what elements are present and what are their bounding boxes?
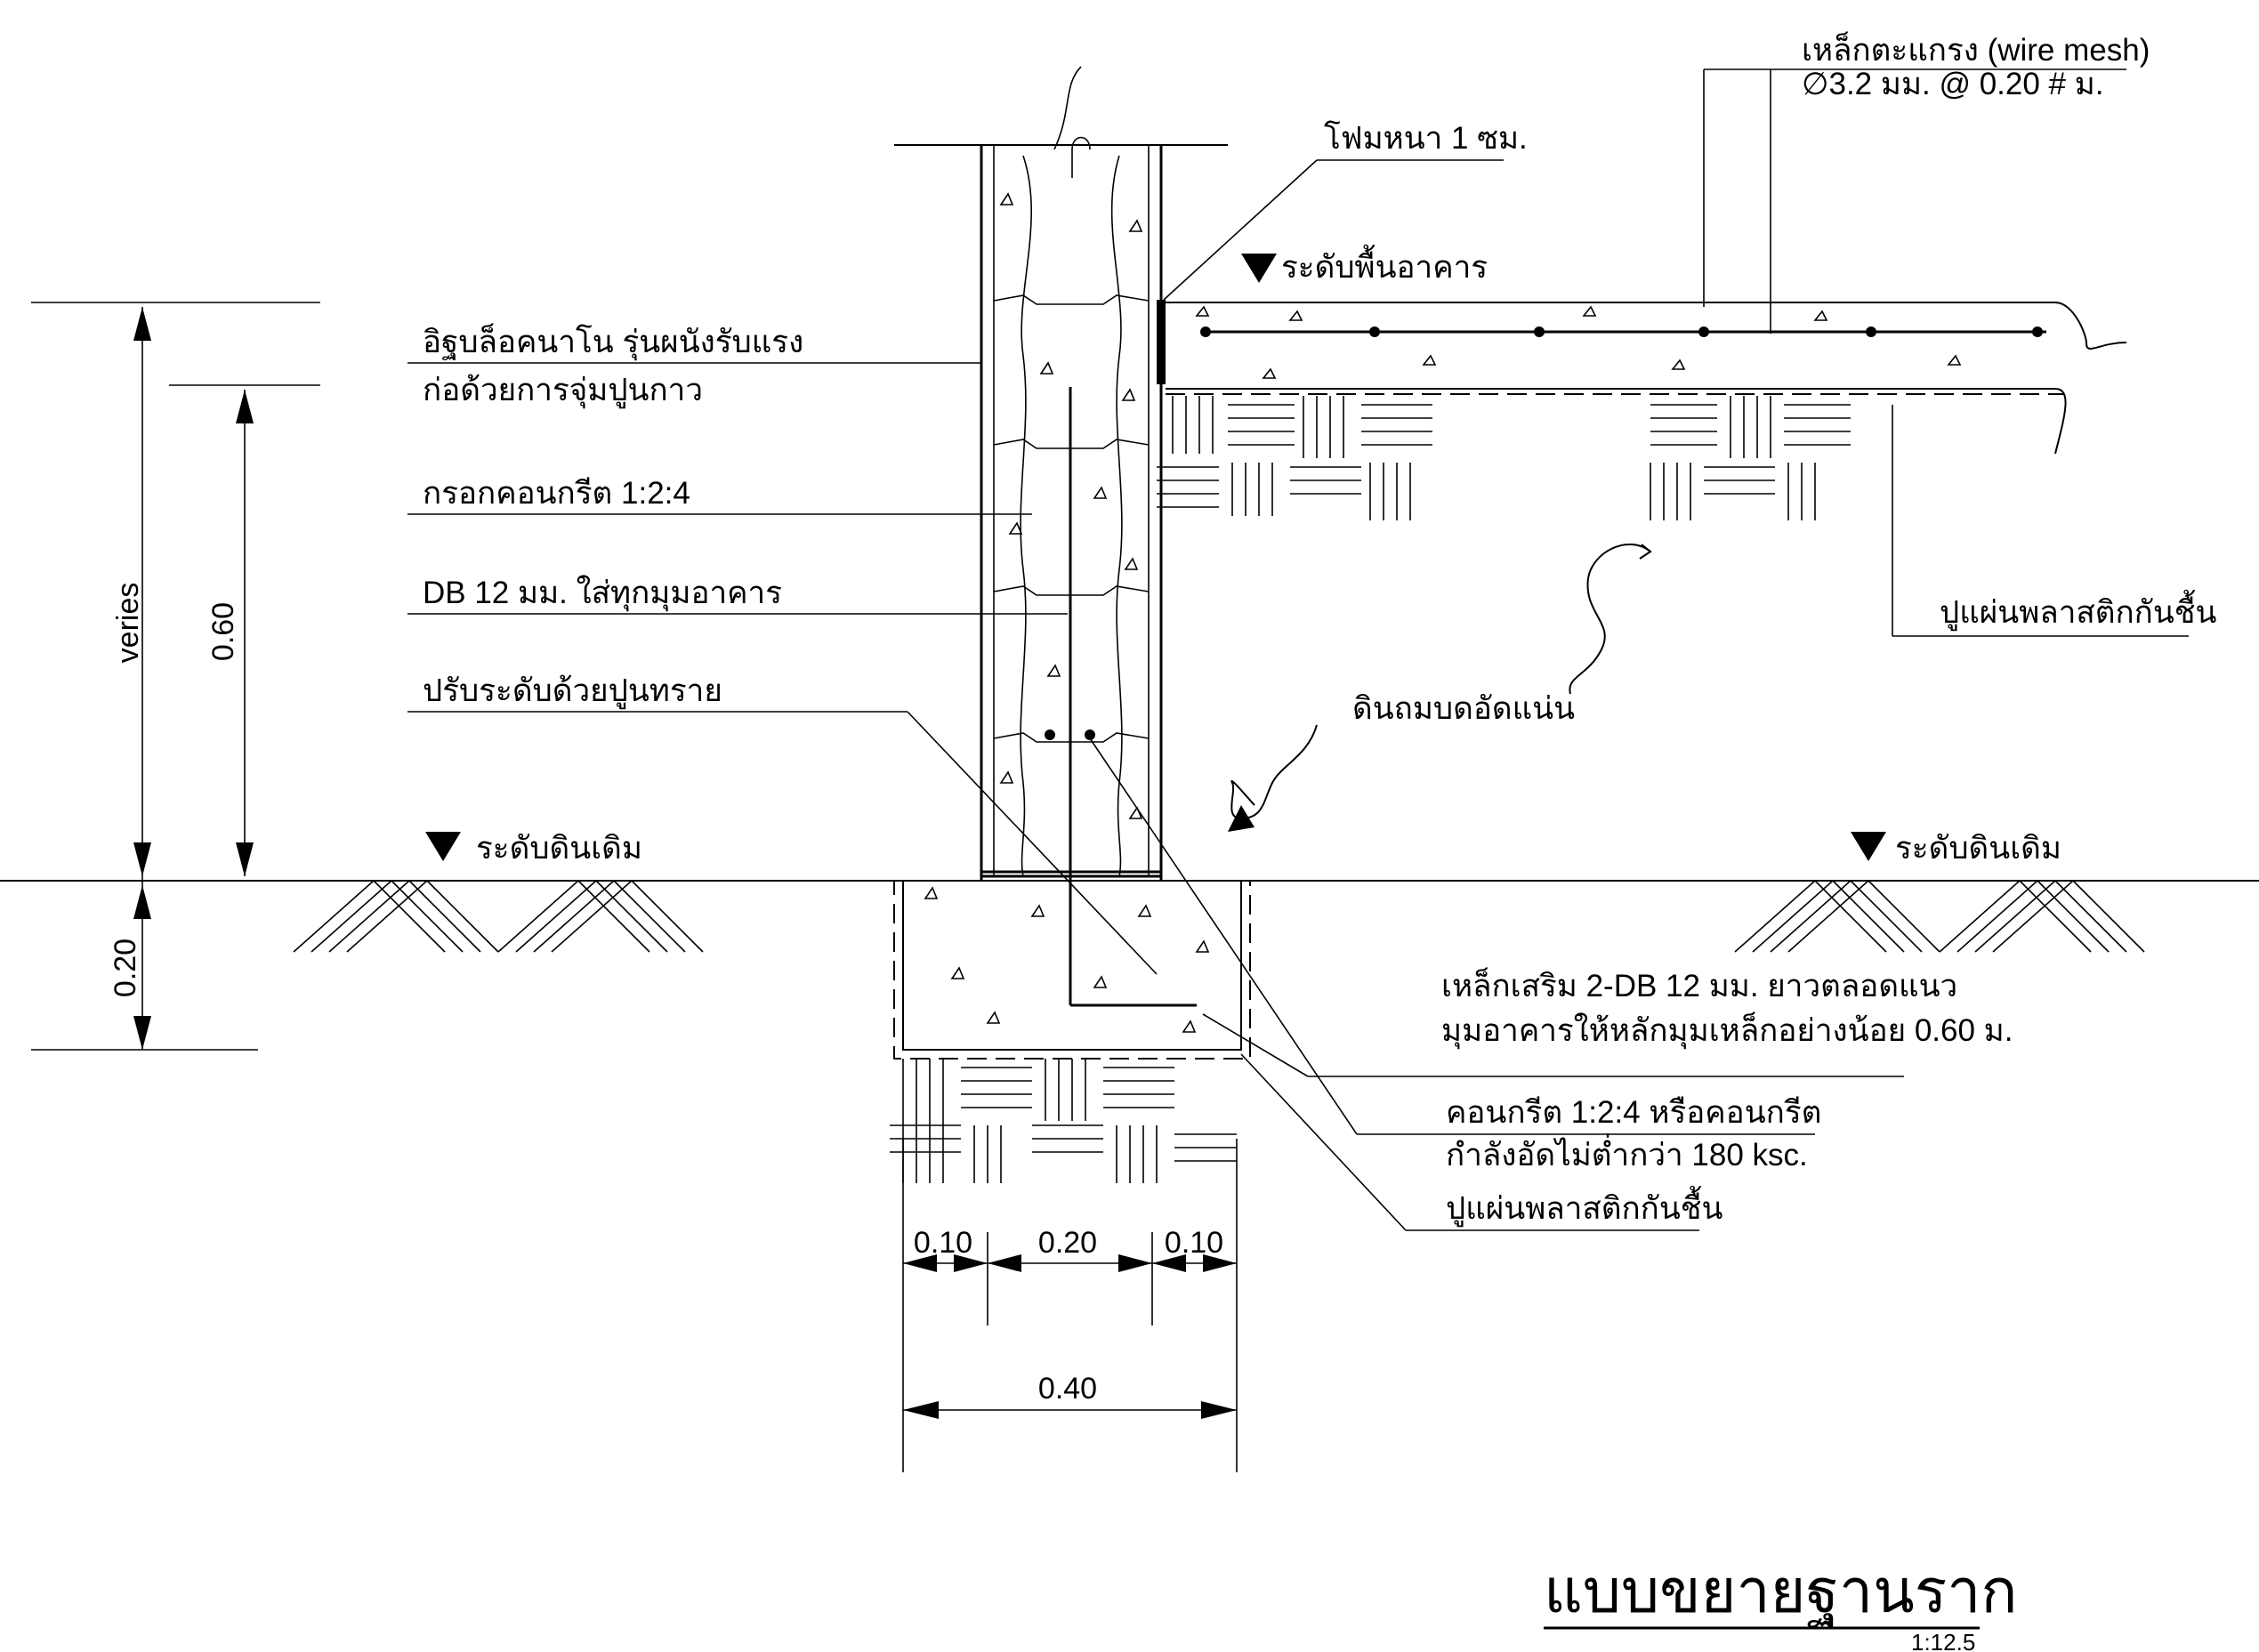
dim-right-offset: 0.10: [1165, 1226, 1223, 1260]
leveling-label: ปรับระดับด้วยปูนทราย: [423, 673, 722, 709]
floor-level-label: ระดับพื้นอาคาร: [1281, 244, 1488, 285]
soil-blocks-footing: [890, 1059, 1237, 1183]
dim-varies: veries: [111, 583, 145, 664]
floor-slab: [1157, 300, 2127, 455]
dim-left-offset: 0.10: [914, 1226, 972, 1260]
dim-wall-width: 0.20: [1038, 1226, 1097, 1260]
wire-mesh-spec-label: ∅3.2 มม. @ 0.20 # ม.: [1802, 67, 2104, 101]
rebar-note-line2: มุมอาคารให้หลักมุมเหล็กอย่างน้อย 0.60 ม.: [1441, 1011, 2013, 1049]
block-wall: [894, 66, 1228, 881]
soil-blocks-slab: [1157, 396, 1851, 520]
dimension-lines: [31, 302, 1238, 1472]
corner-rebar: [1045, 387, 1197, 1007]
soil-hatch-left: [293, 880, 704, 953]
block-mortar-label: ก่อด้วยการจุ่มปูนกาว: [423, 373, 703, 408]
concrete-note-line1: คอนกรีต 1:2:4 หรือคอนกรีต: [1446, 1095, 1821, 1130]
drawing-scale: 1:12.5: [1911, 1629, 1975, 1652]
corner-bar-label: DB 12 มม. ใส่ทุกมุมอาคาร: [423, 575, 782, 611]
concrete-fill-label: กรอกคอนกรีต 1:2:4: [423, 476, 690, 511]
vapor-barrier-floor-label: ปูแผ่นพลาสติกกันชื้น: [1940, 589, 2217, 631]
ground-level-right-label: ระดับดินเดิม: [1895, 831, 2061, 866]
ground-level-left-label: ระดับดินเดิม: [476, 831, 642, 866]
rebar-note-line1: เหล็กเสริม 2-DB 12 มม. ยาวตลอดแนว: [1441, 967, 1957, 1003]
level-markers: [425, 254, 1886, 861]
fill-squiggle-arrows: [1228, 543, 1652, 832]
drawing-title: แบบขยายฐานราก: [1544, 1558, 2018, 1628]
soil-hatch-right: [1734, 880, 2145, 953]
concrete-note-line2: กำลังอัดไม่ต่ำกว่า 180 ksc.: [1446, 1133, 1808, 1173]
block-type-label: อิฐบล็อคนาโน รุ่นผนังรับแรง: [423, 323, 803, 360]
compacted-fill-label: ดินถมบดอัดแน่น: [1352, 691, 1575, 726]
callout-leaders: [407, 68, 2189, 1231]
footing: [893, 880, 1251, 1060]
vapor-barrier-footing-label: ปูแผ่นพลาสติกกันชื้น: [1446, 1185, 1723, 1227]
dim-footing-width: 0.40: [1038, 1372, 1097, 1406]
foam-label: โฟมหนา 1 ซม.: [1324, 120, 1528, 156]
wire-mesh-label: เหล็กตะแกรง (wire mesh): [1802, 31, 2150, 68]
dim-footing-depth: 0.20: [109, 939, 142, 997]
dim-wall-height: 0.60: [206, 602, 240, 661]
